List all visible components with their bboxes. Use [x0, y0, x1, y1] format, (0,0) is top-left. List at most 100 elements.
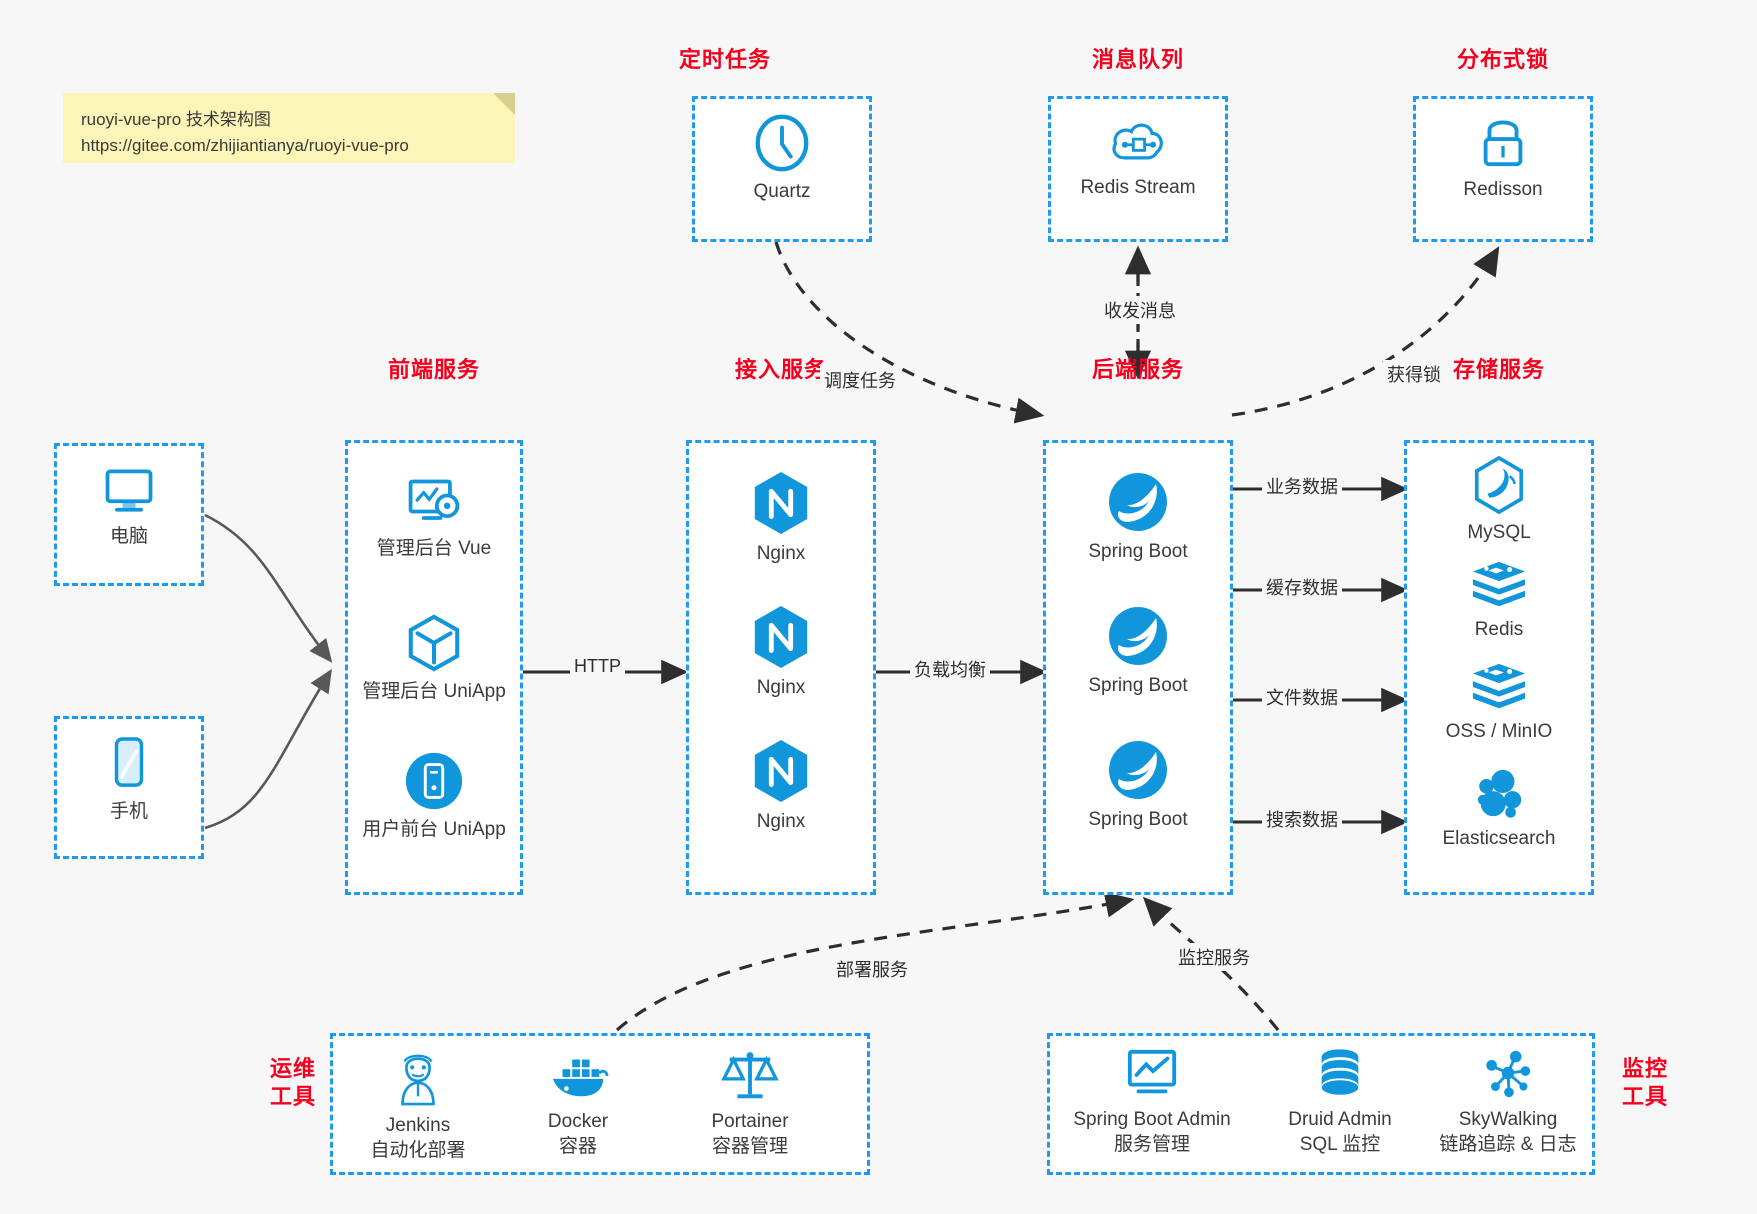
note-fold-corner: [493, 93, 515, 115]
group-title-monitor-line1: 监控: [1621, 1056, 1668, 1081]
spring-leaf-icon: [1106, 470, 1170, 534]
node-portainer[interactable]: Portainer 容器管理: [660, 1046, 840, 1159]
edge-label-send-receive-message: 收发消息: [1100, 296, 1180, 324]
node-label: Elasticsearch: [1442, 828, 1556, 849]
node-label: 电脑: [109, 526, 148, 547]
group-title-monitor: 监控 工具: [1610, 1055, 1680, 1110]
node-spring-boot-1[interactable]: Spring Boot: [1043, 470, 1233, 565]
node-oss-minio[interactable]: OSS / MinIO: [1404, 660, 1594, 745]
smartphone-icon: [104, 734, 154, 794]
node-docker[interactable]: Docker 容器: [498, 1046, 658, 1159]
edge-label-file-data: 文件数据: [1262, 683, 1342, 711]
group-title-backend: 后端服务: [1091, 357, 1184, 382]
redis-stack-icon: [1469, 660, 1529, 714]
group-title-storage: 存储服务: [1452, 357, 1545, 382]
monitor-chart-icon: [1123, 1046, 1181, 1102]
node-label: Quartz: [753, 181, 811, 202]
docker-whale-icon: [547, 1046, 609, 1104]
node-nginx-2[interactable]: Nginx: [686, 604, 876, 701]
node-label: Nginx: [756, 811, 806, 832]
group-title-monitor-line2: 工具: [1621, 1083, 1668, 1109]
node-label: Spring Boot: [1088, 809, 1188, 830]
group-box-frontend: [345, 440, 523, 895]
node-label: Portainer: [711, 1111, 789, 1132]
redis-stack-icon: [1469, 558, 1529, 612]
group-title-gateway: 接入服务: [734, 357, 827, 382]
node-label: MySQL: [1467, 522, 1531, 543]
group-box-desktop-client: [54, 443, 204, 586]
elasticsearch-icon: [1470, 765, 1528, 821]
node-admin-uniapp[interactable]: 管理后台 UniApp: [345, 612, 523, 705]
edge-label-business-data: 业务数据: [1262, 472, 1342, 500]
node-label: Druid Admin: [1288, 1109, 1392, 1130]
edge-label-http: HTTP: [570, 655, 625, 678]
node-spring-boot-2[interactable]: Spring Boot: [1043, 604, 1233, 699]
node-redis-stream[interactable]: Redis Stream: [1048, 112, 1228, 201]
nginx-icon: [750, 604, 812, 670]
desktop-monitor-icon: [100, 463, 158, 519]
node-nginx-3[interactable]: Nginx: [686, 738, 876, 835]
node-desktop[interactable]: 电脑: [54, 463, 204, 550]
node-redisson[interactable]: Redisson: [1413, 112, 1593, 203]
nginx-icon: [750, 738, 812, 804]
node-elasticsearch[interactable]: Elasticsearch: [1404, 765, 1594, 852]
edge-backend-to-redisson: [1231, 246, 1500, 417]
spring-leaf-icon: [1106, 738, 1170, 802]
group-title-frontend: 前端服务: [387, 357, 480, 382]
node-sublabel: 容器: [558, 1135, 597, 1157]
dashboard-gear-icon: [404, 475, 464, 531]
node-label: Nginx: [756, 543, 806, 564]
node-label: 手机: [109, 801, 148, 822]
node-skywalking[interactable]: SkyWalking 链路追踪 & 日志: [1420, 1046, 1596, 1157]
edge-label-search-data: 搜索数据: [1262, 805, 1342, 833]
scales-balance-icon: [720, 1046, 780, 1104]
node-druid-admin[interactable]: Druid Admin SQL 监控: [1256, 1046, 1424, 1157]
note-line-url: https://gitee.com/zhijiantianya/ruoyi-vu…: [81, 136, 409, 156]
node-label: Docker: [547, 1111, 609, 1132]
node-label: Spring Boot: [1088, 675, 1188, 696]
note-callout: ruoyi-vue-pro 技术架构图 https://gitee.com/zh…: [63, 93, 515, 163]
mysql-dolphin-icon: [1470, 455, 1528, 515]
node-label: Redisson: [1463, 179, 1543, 200]
edge-label-schedule-task: 调度任务: [820, 366, 900, 394]
node-label: SkyWalking: [1458, 1109, 1558, 1130]
edge-label-acquire-lock: 获得锁: [1383, 360, 1445, 388]
group-title-mq: 消息队列: [1091, 47, 1184, 72]
group-box-backend: [1043, 440, 1233, 895]
node-mysql[interactable]: MySQL: [1404, 455, 1594, 546]
group-box-monitor: [1047, 1033, 1595, 1175]
node-user-uniapp[interactable]: 用户前台 UniApp: [345, 750, 523, 843]
group-box-mq: [1048, 96, 1228, 242]
edge-phone-to-frontend: [204, 668, 332, 830]
node-label: Jenkins: [385, 1115, 451, 1136]
node-sublabel: 自动化部署: [370, 1139, 466, 1161]
node-spring-boot-admin[interactable]: Spring Boot Admin 服务管理: [1050, 1046, 1254, 1157]
node-jenkins[interactable]: Jenkins 自动化部署: [338, 1046, 498, 1163]
group-title-lock: 分布式锁: [1456, 47, 1549, 72]
node-label: Nginx: [756, 677, 806, 698]
node-spring-boot-3[interactable]: Spring Boot: [1043, 738, 1233, 833]
database-cylinder-icon: [1311, 1046, 1369, 1102]
edge-label-monitor-service: 监控服务: [1174, 943, 1254, 971]
node-label: 管理后台 Vue: [376, 538, 492, 559]
clock-icon: [751, 112, 813, 174]
node-label: 管理后台 UniApp: [362, 681, 506, 702]
node-redis[interactable]: Redis: [1404, 558, 1594, 643]
node-label: Redis: [1474, 619, 1524, 640]
node-admin-vue[interactable]: 管理后台 Vue: [345, 475, 523, 562]
group-title-devops-line2: 工具: [269, 1083, 316, 1109]
node-label: Spring Boot: [1088, 541, 1188, 562]
mobile-circle-icon: [403, 750, 465, 812]
node-nginx-1[interactable]: Nginx: [686, 470, 876, 567]
node-sublabel: SQL 监控: [1299, 1133, 1381, 1155]
edge-label-cache-data: 缓存数据: [1262, 573, 1342, 601]
node-label: Redis Stream: [1080, 177, 1196, 198]
spring-leaf-icon: [1106, 604, 1170, 668]
node-phone[interactable]: 手机: [54, 734, 204, 825]
node-sublabel: 容器管理: [711, 1135, 788, 1157]
note-line-title: ruoyi-vue-pro 技术架构图: [81, 110, 271, 129]
padlock-icon: [1474, 112, 1532, 172]
node-quartz[interactable]: Quartz: [692, 112, 872, 205]
jenkins-butler-icon: [389, 1046, 447, 1108]
